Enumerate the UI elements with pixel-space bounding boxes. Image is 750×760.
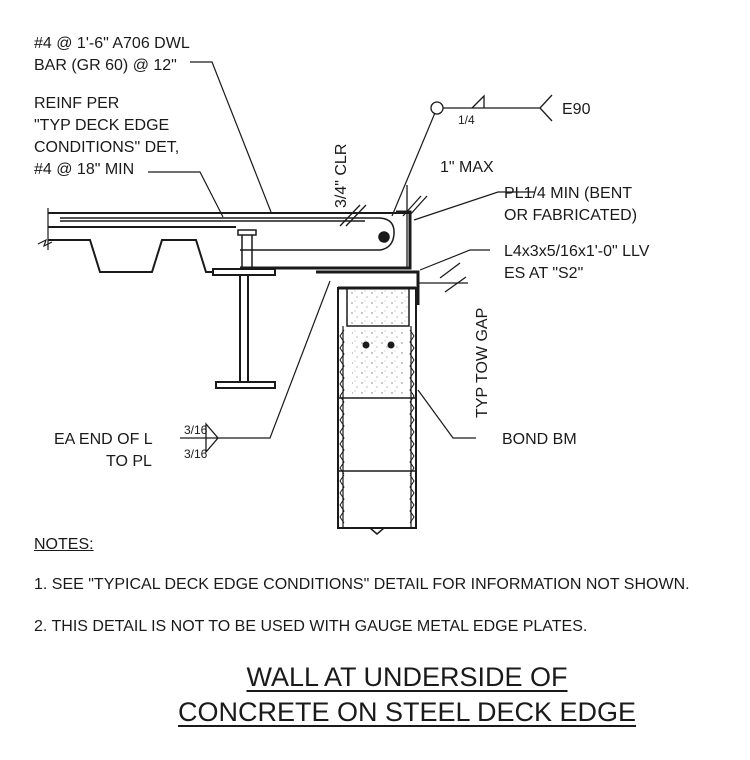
section-detail-drawing: #4 @ 1'-6" A706 DWL BAR (GR 60) @ 12" RE…	[34, 35, 654, 535]
steel-beam	[212, 268, 276, 389]
note-item: 1. SEE "TYPICAL DECK EDGE CONDITIONS" DE…	[34, 576, 690, 593]
ea-end-weld-size-top: 3/16	[184, 423, 208, 437]
notes-heading: NOTES:	[34, 536, 94, 553]
reinforcing-bars	[60, 217, 395, 251]
reinf-callout: REINF PER "TYP DECK EDGE CONDITIONS" DET…	[34, 95, 184, 178]
electrode-label: E90	[562, 101, 591, 118]
note-item: 2. THIS DETAIL IS NOT TO BE USED WITH GA…	[34, 618, 588, 635]
steel-deck	[48, 239, 236, 273]
bond-beam-label: BOND BM	[502, 431, 577, 448]
dowel-callout: #4 @ 1'-6" A706 DWL BAR (GR 60) @ 12"	[34, 35, 194, 74]
dimension-ticks	[339, 185, 468, 293]
max-gap-label: 1" MAX	[440, 159, 494, 176]
weld-size-label: 1/4	[458, 113, 475, 127]
ea-end-weld-size-bottom: 3/16	[184, 447, 208, 461]
fillet-weld-symbol	[471, 94, 485, 109]
weld-tail	[539, 94, 553, 122]
detail-title-line-2: CONCRETE ON STEEL DECK EDGE	[177, 697, 637, 727]
plate-callout: PL1/4 MIN (BENT OR FABRICATED)	[504, 185, 637, 224]
leader-lines	[148, 61, 540, 439]
detail-title-line-1: WALL AT UNDERSIDE OF	[246, 662, 568, 692]
steel-angle	[316, 270, 420, 305]
angle-callout: L4x3x5/16x1'-0" LLV ES AT "S2"	[504, 243, 654, 282]
clear-cover-label: 3/4" CLR	[333, 144, 350, 208]
tow-gap-label: TYP TOW GAP	[474, 308, 491, 418]
shear-stud	[237, 229, 257, 269]
concrete-slab	[37, 208, 410, 250]
edge-plate	[240, 210, 412, 270]
ea-end-callout: EA END OF L TO PL	[54, 431, 157, 470]
notes-block: NOTES: 1. SEE "TYPICAL DECK EDGE CONDITI…	[34, 536, 734, 660]
masonry-wall	[337, 286, 417, 535]
ea-end-weld-symbol	[180, 422, 232, 454]
field-weld-flag	[430, 101, 444, 115]
